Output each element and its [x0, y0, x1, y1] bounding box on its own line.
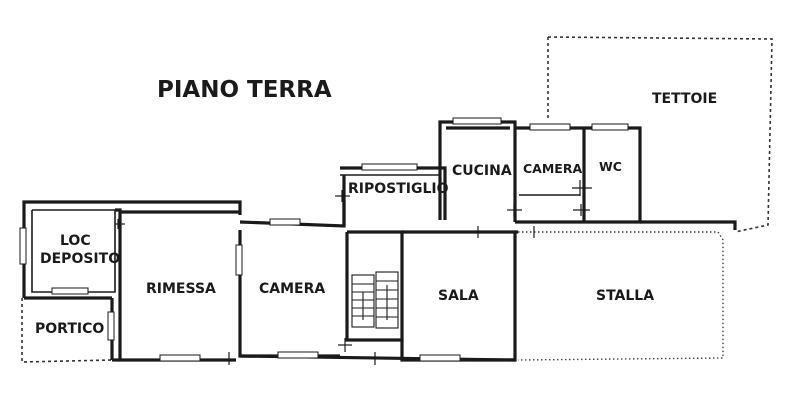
label-cucina: CUCINA	[452, 163, 512, 179]
label-camera-main: CAMERA	[259, 281, 325, 297]
label-loc-deposito-line1: LOC	[60, 233, 91, 249]
plan-title: PIANO TERRA	[157, 77, 332, 103]
stalla-outline	[517, 231, 724, 361]
tettoie-outline	[547, 36, 773, 233]
label-stalla: STALLA	[596, 288, 654, 304]
label-sala: SALA	[438, 288, 479, 304]
label-camera-upper: CAMERA	[523, 161, 582, 176]
windows	[19, 117, 629, 362]
doors	[115, 180, 592, 365]
label-portico: PORTICO	[35, 321, 104, 337]
label-rimessa: RIMESSA	[146, 281, 216, 297]
label-tettoie: TETTOIE	[652, 91, 717, 107]
walls	[22, 120, 737, 362]
label-ripostiglio: RIPOSTIGLIO	[348, 181, 449, 197]
label-wc: WC	[599, 159, 622, 174]
label-loc-deposito-line2: DEPOSITO	[40, 251, 120, 267]
staircase	[351, 271, 399, 329]
